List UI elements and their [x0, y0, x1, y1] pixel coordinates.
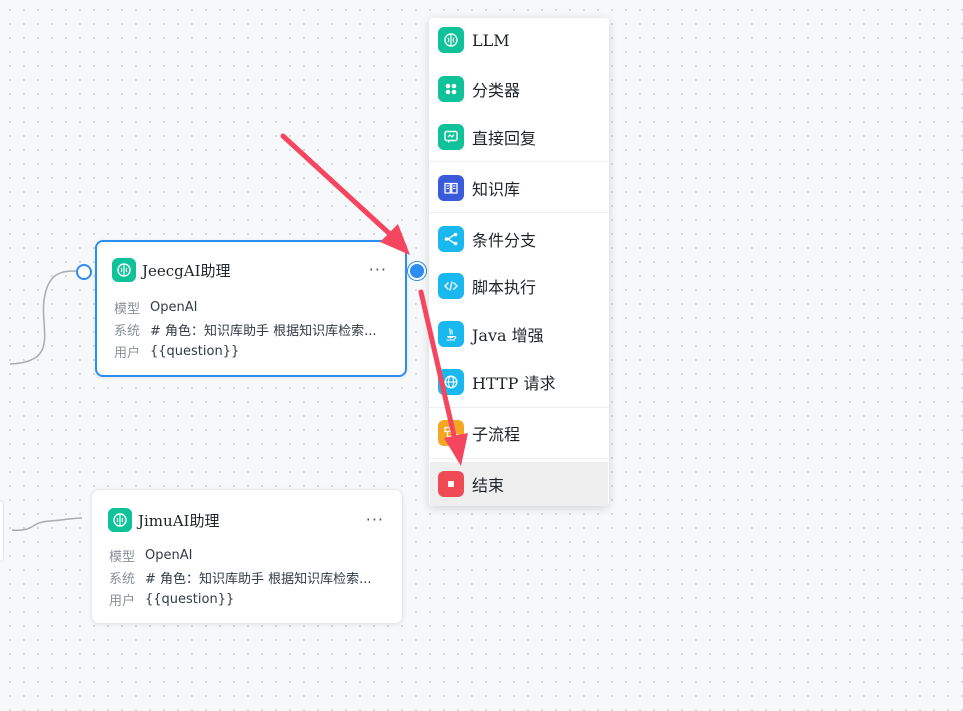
code-icon [438, 273, 464, 299]
menu-item-knowledge-base[interactable]: 知识库 [430, 166, 608, 210]
row-label: 用户 [114, 345, 141, 361]
grid-icon [438, 76, 464, 102]
edge-to-jeecg[interactable] [9, 270, 77, 365]
stop-icon [438, 471, 464, 497]
row-value: {{question}} [150, 343, 240, 359]
node-row-user: 用户 {{question}} [114, 340, 389, 362]
input-port[interactable] [76, 264, 92, 280]
node-row-model: 模型 OpenAI [109, 544, 386, 566]
row-label: 模型 [114, 301, 141, 317]
add-node-button[interactable] [408, 262, 426, 280]
menu-item-direct-reply[interactable]: 直接回复 [430, 115, 608, 159]
menu-item-http[interactable]: HTTP 请求 [430, 360, 608, 404]
more-icon[interactable]: ··· [368, 260, 387, 279]
menu-item-label: 直接回复 [472, 129, 537, 148]
menu-divider [429, 407, 609, 408]
node-title: JimuAI助理 [138, 511, 220, 530]
menu-item-label: 分类器 [472, 81, 521, 100]
menu-item-label: 知识库 [472, 180, 521, 199]
globe-icon [438, 369, 464, 395]
node-row-user: 用户 {{question}} [109, 588, 386, 610]
node-row-system: 系统 # 角色：知识库助手 根据知识库检索... [114, 318, 389, 340]
node-jimu-ai[interactable]: JimuAI助理 ··· 模型 OpenAI 系统 # 角色：知识库助手 根据知… [91, 489, 403, 624]
brain-icon [438, 27, 464, 53]
edge-to-jimu[interactable] [11, 517, 83, 531]
java-icon [438, 321, 464, 347]
menu-item-label: 条件分支 [472, 231, 537, 250]
book-icon [438, 175, 464, 201]
menu-item-condition-branch[interactable]: 条件分支 [430, 217, 608, 261]
node-jeecg-ai[interactable]: JeecgAI助理 ··· 模型 OpenAI 系统 # 角色：知识库助手 根据… [95, 240, 407, 377]
menu-item-script[interactable]: 脚本执行 [430, 264, 608, 308]
menu-item-label: HTTP 请求 [472, 374, 556, 393]
node-header: JimuAI助理 ··· [108, 508, 386, 532]
menu-divider [429, 161, 609, 162]
node-row-system: 系统 # 角色：知识库助手 根据知识库检索... [109, 566, 386, 588]
row-label: 系统 [114, 323, 141, 339]
subflow-icon [438, 420, 464, 446]
row-value: OpenAI [150, 299, 198, 315]
menu-item-label: 脚本执行 [472, 278, 537, 297]
menu-item-label: Java 增强 [472, 326, 544, 345]
reply-icon [438, 124, 464, 150]
node-title: JeecgAI助理 [142, 261, 231, 280]
branch-icon [438, 226, 464, 252]
menu-divider [429, 212, 609, 213]
node-header: JeecgAI助理 ··· [112, 258, 389, 282]
menu-divider [429, 458, 609, 459]
menu-item-end[interactable]: 结束 [430, 462, 608, 506]
brain-icon [112, 258, 136, 282]
row-label: 用户 [109, 593, 136, 609]
menu-item-classifier[interactable]: 分类器 [430, 67, 608, 111]
row-value: # 角色：知识库助手 根据知识库检索... [145, 571, 372, 587]
row-value: OpenAI [145, 547, 193, 563]
node-row-model: 模型 OpenAI [114, 296, 389, 318]
node-type-menu: LLM 分类器 直接回复 知识库 条件分支 脚本执行 [429, 18, 609, 506]
row-value: # 角色：知识库助手 根据知识库检索... [150, 323, 377, 339]
menu-item-llm[interactable]: LLM [430, 18, 608, 62]
more-icon[interactable]: ··· [365, 510, 384, 529]
row-value: {{question}} [145, 591, 235, 607]
node-rows: 模型 OpenAI 系统 # 角色：知识库助手 根据知识库检索... 用户 {{… [114, 296, 389, 362]
annotation-arrow-to-add-button [280, 133, 410, 255]
menu-item-label: 结束 [472, 476, 505, 495]
menu-item-label: 子流程 [472, 425, 521, 444]
row-label: 模型 [109, 549, 136, 565]
offscreen-node-stub[interactable] [0, 500, 4, 562]
node-rows: 模型 OpenAI 系统 # 角色：知识库助手 根据知识库检索... 用户 {{… [109, 544, 386, 610]
menu-item-label: LLM [472, 30, 510, 50]
brain-icon [108, 508, 132, 532]
menu-item-subflow[interactable]: 子流程 [430, 411, 608, 455]
menu-item-java[interactable]: Java 增强 [430, 312, 608, 356]
row-label: 系统 [109, 571, 136, 587]
